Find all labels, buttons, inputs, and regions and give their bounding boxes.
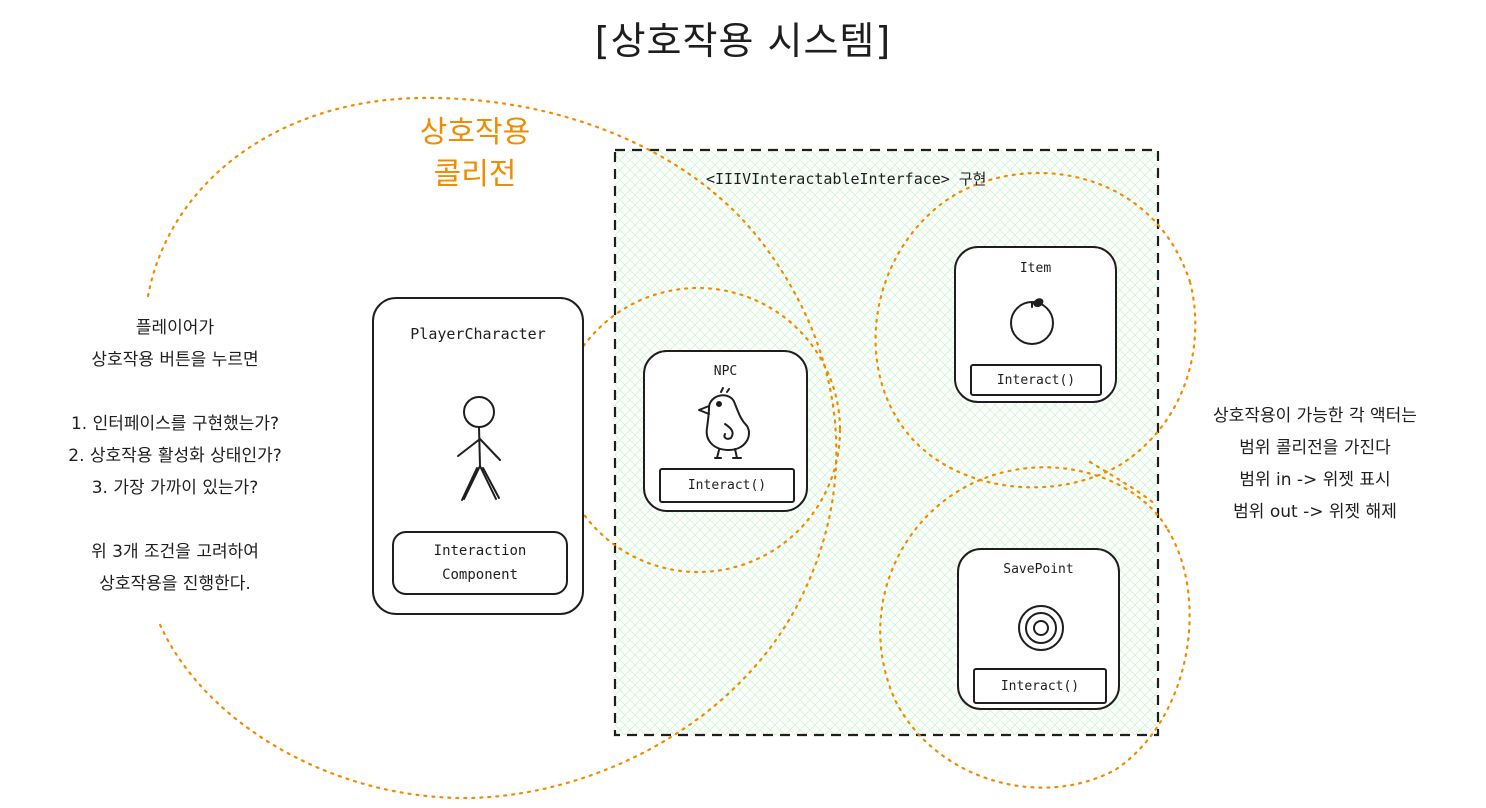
- savepoint-interact-method: Interact(): [973, 668, 1107, 704]
- player-collider-circle: [146, 96, 838, 800]
- page-title: [상호작용 시스템]: [594, 19, 892, 63]
- npc-title: NPC: [713, 364, 738, 379]
- interface-label: <IIIVInteractableInterface> 구현: [706, 170, 987, 188]
- item-title: Item: [1019, 261, 1052, 276]
- target-rings-icon: [1018, 605, 1064, 651]
- npc-interact-method: Interact(): [659, 468, 795, 503]
- savepoint-title: SavePoint: [1003, 562, 1074, 577]
- npc-card: NPC Interact(): [643, 350, 808, 512]
- left-note: 플레이어가 상호작용 버튼을 누르면 1. 인터페이스를 구현했는가? 2. 상…: [68, 318, 282, 594]
- player-character-card: PlayerCharacter Interaction Component: [372, 297, 584, 615]
- apple-icon: [1010, 298, 1054, 345]
- stick-figure-icon: [457, 396, 501, 501]
- npc-collider-circle: [554, 286, 842, 574]
- interaction-component: Interaction Component: [392, 531, 568, 595]
- collider-connector-line: [1088, 460, 1157, 506]
- chick-icon: [698, 387, 750, 459]
- right-note: 상호작용이 가능한 각 액터는 범위 콜리전을 가진다 범위 in -> 위젯 …: [1213, 406, 1417, 522]
- savepoint-card: SavePoint Interact(): [957, 548, 1120, 710]
- item-interact-method: Interact(): [970, 364, 1102, 396]
- collider-label: 상호작용 콜리전: [419, 115, 531, 192]
- player-character-title: PlayerCharacter: [410, 325, 546, 343]
- savepoint-collider-circle: [879, 466, 1191, 789]
- item-card: Item Interact(): [954, 246, 1117, 403]
